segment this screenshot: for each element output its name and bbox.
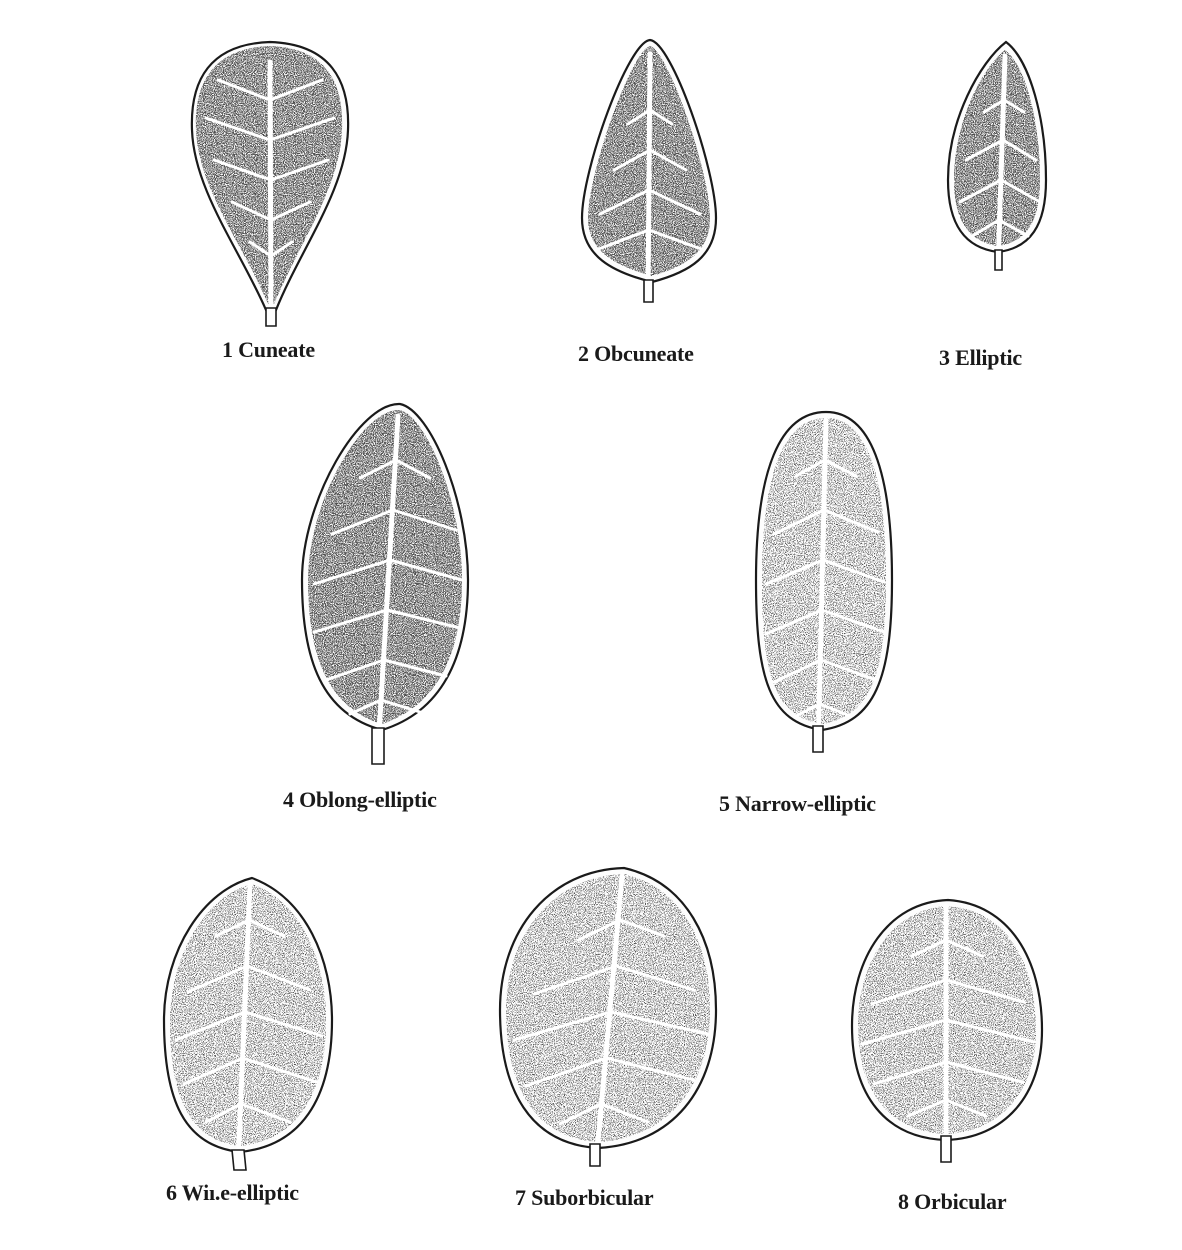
leaf-1-cuneate	[192, 42, 348, 326]
leaf-8-orbicular	[852, 900, 1042, 1162]
leaf-4-oblong-elliptic	[302, 404, 468, 764]
leaf-label-obcuneate: 2 Obcuneate	[578, 341, 694, 367]
leaf-label-elliptic: 3 Elliptic	[939, 345, 1022, 371]
leaf-label-orbicular: 8 Orbicular	[898, 1189, 1006, 1215]
leaf-7-suborbicular	[500, 868, 716, 1166]
leaf-label-suborbicular: 7 Suborbicular	[515, 1185, 653, 1211]
leaf-label-wide-elliptic: 6 Wiı.e-elliptic	[166, 1180, 299, 1206]
leaf-3-elliptic	[948, 42, 1046, 270]
leaf-5-narrow-elliptic	[756, 412, 892, 752]
leaf-label-narrow-elliptic: 5 Narrow-elliptic	[719, 791, 876, 817]
leaf-6-wide-elliptic	[164, 878, 332, 1170]
leaf-2-obcuneate	[582, 40, 716, 302]
leaf-label-cuneate: 1 Cuneate	[222, 337, 315, 363]
leaf-label-oblong-elliptic: 4 Oblong-elliptic	[283, 787, 437, 813]
